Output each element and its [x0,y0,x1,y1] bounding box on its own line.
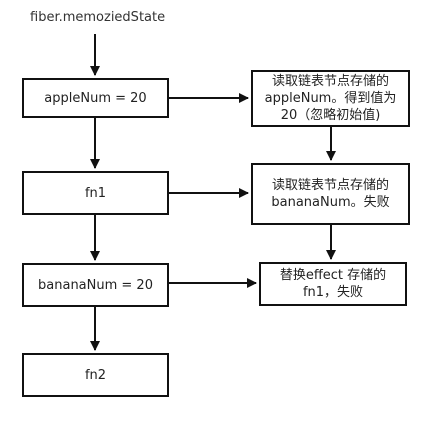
replace-effect-line-2: fn1，失败 [302,285,364,300]
read-apple-box: 读取链表节点存储的 appleNum。得到值为 20（忽略初始值) [251,70,410,127]
replace-effect-box: 替换effect 存储的 fn1，失败 [259,262,407,306]
read-banana-line-2: bananaNum。失败 [271,195,390,210]
read-banana-line-1: 读取链表节点存储的 [271,178,389,193]
applenum-box: appleNum = 20 [22,78,169,118]
replace-effect-line-1: 替换effect 存储的 [279,268,387,283]
fn1-label: fn1 [84,185,107,201]
fn2-label: fn2 [84,367,107,383]
read-apple-line-2: appleNum。得到值为 [264,91,397,106]
fn1-box: fn1 [22,171,169,215]
applenum-label: appleNum = 20 [44,90,147,106]
read-banana-box: 读取链表节点存储的 bananaNum。失败 [251,163,410,225]
read-apple-line-3: 20（忽略初始值) [280,108,381,123]
banananum-box: bananaNum = 20 [22,263,169,307]
fn2-box: fn2 [22,353,169,397]
banananum-label: bananaNum = 20 [38,277,153,293]
read-apple-line-1: 读取链表节点存储的 [271,74,389,89]
memoized-state-label: fiber.memoziedState [30,10,166,25]
